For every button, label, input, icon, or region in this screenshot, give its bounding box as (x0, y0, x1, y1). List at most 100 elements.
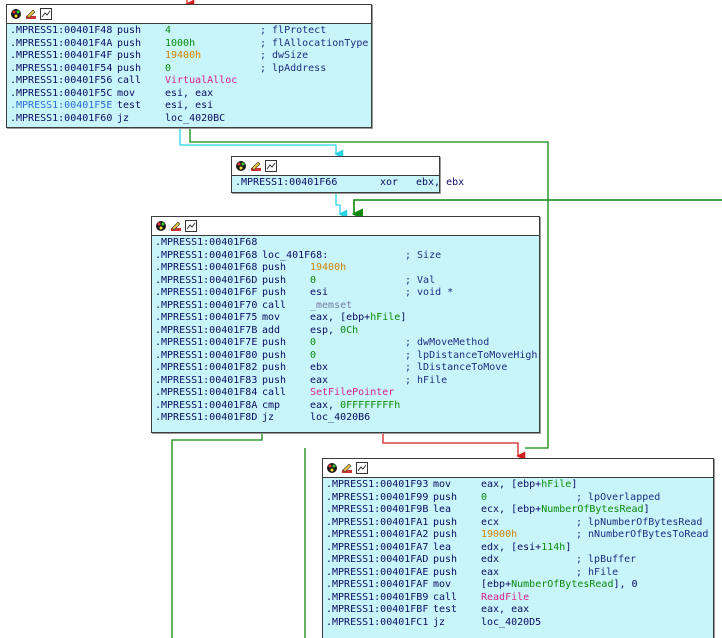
operand-part: ] (565, 541, 572, 553)
instruction-comment: ; void * (405, 287, 454, 298)
instruction-operand: loc_4020BC (165, 112, 226, 124)
instruction-row[interactable]: .MPRESS1:00401F68 loc_401F68: ; Size (152, 250, 539, 263)
edge-b1-b2 (179, 127, 344, 159)
instruction-mnemonic: loc_401F68: (262, 249, 329, 261)
instruction-mnemonic: push (117, 37, 142, 49)
instruction-address: .MPRESS1:00401FAE (326, 566, 429, 578)
instruction-operand: esi (310, 287, 329, 298)
instruction-row[interactable]: .MPRESS1:00401F68 (152, 237, 539, 250)
edit-pencil-icon[interactable] (25, 8, 37, 20)
instruction-operand: 0 (310, 337, 317, 348)
graph-view-icon[interactable] (356, 462, 368, 474)
edit-pencil-icon[interactable] (341, 462, 353, 474)
instruction-mnemonic: push (262, 287, 287, 298)
graph-view-icon[interactable] (265, 160, 277, 172)
graph-view-icon[interactable] (40, 8, 52, 20)
instruction-operand: _memset (310, 299, 353, 311)
instruction-mnemonic: add (262, 324, 281, 336)
instruction-operand: ReadFile (481, 591, 530, 603)
color-palette-icon[interactable] (10, 8, 22, 20)
color-palette-icon[interactable] (155, 220, 167, 232)
instruction-mnemonic: push (433, 529, 458, 540)
instruction-mnemonic: mov (433, 479, 452, 490)
instruction-operand: loc_4020D5 (481, 616, 542, 628)
instruction-operand: [ebp+NumberOfBytesRead], 0 (481, 579, 638, 592)
instruction-comment: ; flAllocationType (260, 37, 369, 49)
instruction-address: .MPRESS1:00401F4A (10, 37, 113, 49)
instruction-comment: ; lDistanceToMove (405, 362, 508, 373)
color-palette-icon[interactable] (326, 462, 338, 474)
instruction-address: .MPRESS1:00401FA2 (326, 529, 429, 540)
instruction-operand: eax, [ebp+hFile] (310, 312, 406, 325)
edge-b3-b4 (382, 432, 526, 461)
instruction-address: .MPRESS1:00401FBF (326, 604, 429, 615)
instruction-address: .MPRESS1:00401F9B (326, 504, 429, 515)
edit-pencil-icon[interactable] (250, 160, 262, 172)
instruction-mnemonic: push (262, 337, 287, 348)
instruction-mnemonic: push (433, 566, 458, 578)
graph-view-icon[interactable] (185, 220, 197, 232)
instruction-comment: ; lpDistanceToMoveHigh (405, 349, 538, 361)
instruction-mnemonic: push (433, 554, 458, 565)
instruction-mnemonic: mov (433, 579, 452, 590)
instruction-address: .MPRESS1:00401F68 (155, 249, 258, 261)
operand-part: ], 0 (613, 579, 638, 590)
instruction-comment: ; Size (405, 249, 442, 261)
instruction-mnemonic: push (262, 362, 287, 373)
instruction-comment: ; lpAddress (260, 62, 327, 74)
operand-part: esp, (310, 324, 341, 336)
instruction-address: .MPRESS1:00401F80 (155, 349, 258, 361)
instruction-operand: VirtualAlloc (165, 75, 238, 86)
instruction-address: .MPRESS1:00401F8D (155, 412, 258, 423)
instruction-mnemonic: test (433, 604, 458, 615)
instruction-address: .MPRESS1:00401F66 (235, 177, 338, 188)
instruction-mnemonic: call (117, 75, 142, 86)
operand-variable: 0Ch (340, 324, 359, 336)
instruction-mnemonic: call (433, 591, 458, 603)
instruction-address: .MPRESS1:00401F82 (155, 362, 258, 373)
color-palette-icon[interactable] (235, 160, 247, 172)
instruction-mnemonic: push (262, 349, 287, 361)
edit-pencil-icon[interactable] (170, 220, 182, 232)
